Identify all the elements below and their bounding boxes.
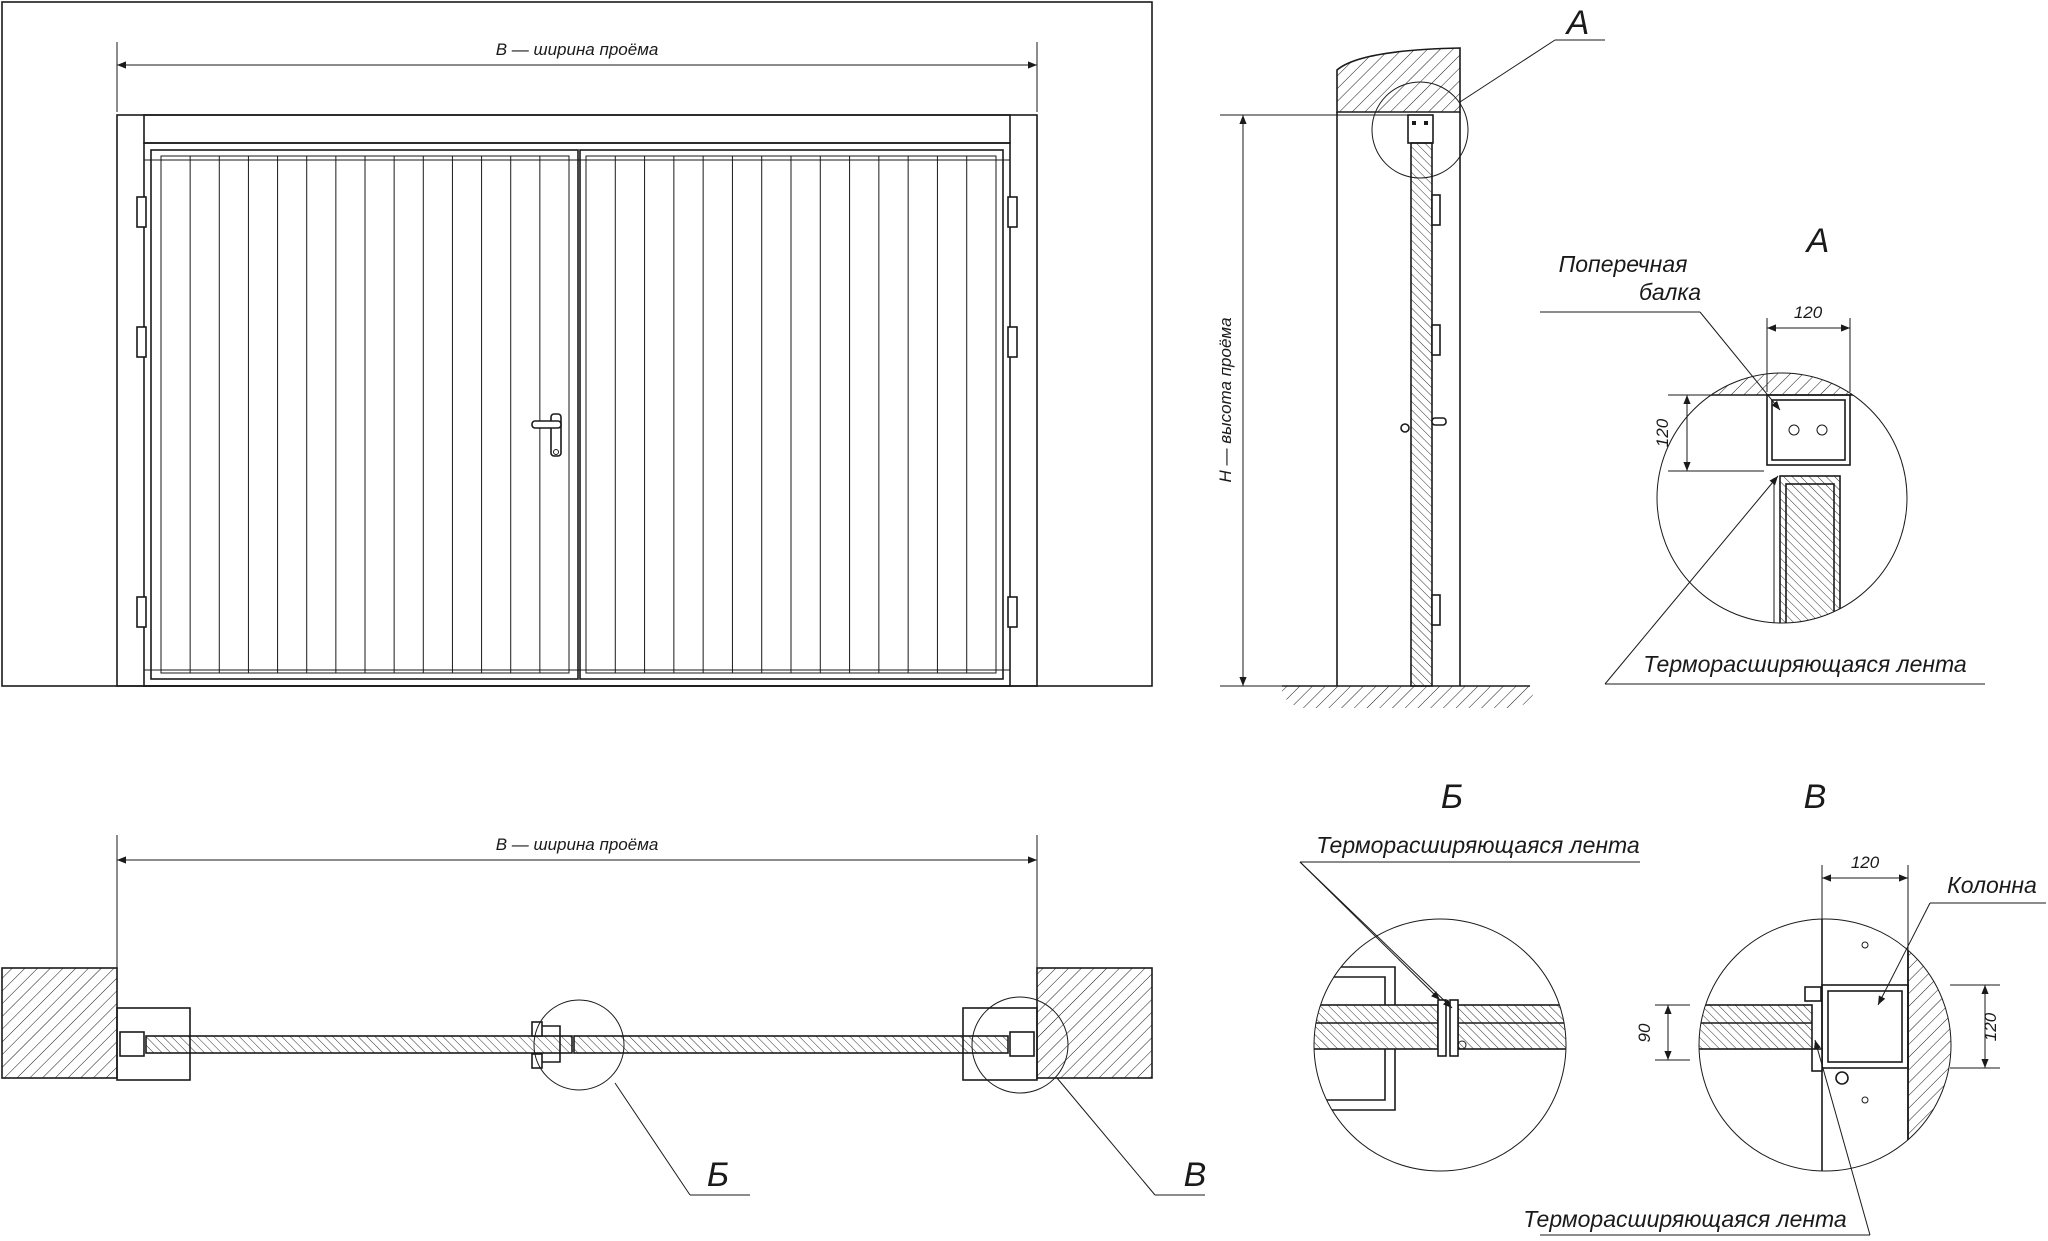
beam-label-line2: балка [1639,279,1701,305]
detail-b-title: Б [1441,778,1463,816]
callout-label-a: А [1565,4,1590,42]
plan-width-dimension-label: B — ширина проёма [496,835,659,854]
detail-v-dim-right-label: 120 [1981,1012,2000,1041]
leaf-section [1410,142,1433,687]
detail-a-dim-width-label: 120 [1794,303,1823,322]
top-wall-hatch [1336,47,1461,113]
detail-a-dim-height-label: 120 [1653,418,1672,447]
callout-label-b: Б [707,1156,729,1194]
left-leaf [150,149,579,680]
plan-leaf-right [573,1035,1009,1054]
detail-b: Б Терморасширяющаяся лента [1299,778,1640,1172]
beam-label-line1: Поперечная [1559,251,1688,277]
side-section: Н — высота проёма А [1216,4,1605,708]
column-label: Колонна [1947,872,2037,898]
wall-frame [1,1,1153,687]
front-view: B — ширина проёма [1,1,1153,687]
right-wall [1036,967,1153,1079]
detail-v-dim-left-label: 90 [1635,1023,1654,1042]
floor-hatch [1281,686,1533,708]
crossbeam [1766,394,1851,466]
hinges [136,196,1018,628]
gate-outer-frame [116,114,1038,687]
detail-a-title: А [1805,222,1830,260]
door-handle [531,413,562,457]
vertical-slats [189,156,968,673]
detail-v-tape-label: Терморасширяющаяся лента [1523,1206,1846,1232]
left-wall [1,967,118,1079]
detail-a-tape-label: Терморасширяющаяся лента [1643,651,1966,677]
detail-b-tape-label: Терморасширяющаяся лента [1316,832,1639,858]
detail-a: А 120 120 Поперечная балка Тер [1540,222,1985,685]
callout-circle-b [533,999,625,1091]
width-dimension-label: B — ширина проёма [496,40,659,59]
column-profile [1821,984,1909,1069]
detail-v-title: В [1804,778,1827,816]
right-leaf [579,149,1004,680]
height-dimension-label: Н — высота проёма [1216,317,1235,482]
detail-v-dim-top-label: 120 [1851,853,1880,872]
callout-label-v: В [1184,1156,1207,1194]
plan-leaf-left [145,1035,573,1054]
plan-view: B — ширина проёма Б В [1,835,1207,1196]
callout-circle-v [971,996,1069,1094]
callout-circle-a [1371,81,1469,179]
